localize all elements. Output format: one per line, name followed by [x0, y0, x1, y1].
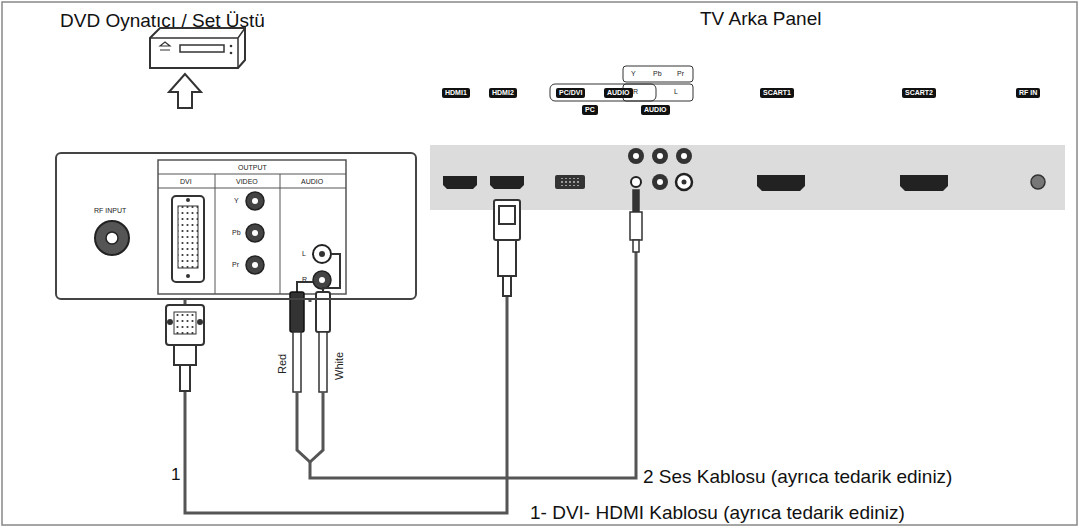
port-label: Pr — [677, 70, 684, 78]
port-label: RF IN — [1016, 88, 1040, 98]
port-label: VIDEO — [236, 178, 258, 186]
port-label: R — [302, 276, 307, 284]
audio-minijack-plug — [630, 190, 642, 252]
dvd-back-panel — [95, 160, 346, 294]
cable-label: 1- DVI- HDMI Kablosu (ayrıca tedarik edi… — [528, 502, 907, 524]
port-label: RF INPUT — [94, 207, 126, 215]
tv-back-panel-box: TV Arka Panel — [430, 145, 1065, 210]
heading: TV Arka Panel — [700, 8, 821, 30]
dvd-back-panel-box: DVD Oynatıcı / Set Üstü — [55, 152, 417, 300]
port-label: Y — [631, 70, 636, 78]
cable-label: 2 Ses Kablosu (ayrıca tedarik ediniz) — [641, 466, 954, 488]
port-label: PC/DVI — [556, 88, 585, 98]
port-label: L — [302, 250, 306, 258]
tv-back-panel — [430, 145, 1065, 210]
port-label: DVI — [180, 178, 192, 186]
wire-color-label: Red — [276, 354, 288, 374]
port-label: Pb — [653, 70, 662, 78]
port-label: OUTPUT — [238, 164, 267, 172]
tv-label-row — [550, 66, 693, 101]
port-label: L — [674, 88, 678, 96]
rca-plugs — [290, 254, 340, 462]
dvd-player — [150, 28, 245, 68]
port-label: PC — [582, 105, 598, 115]
port-label: SCART2 — [902, 88, 936, 98]
port-label: R — [633, 88, 638, 96]
dvi-plug — [166, 305, 204, 391]
port-label: Pr — [232, 261, 239, 269]
cable — [310, 210, 636, 478]
wire-color-label: White — [333, 352, 345, 380]
port-label: AUDIO — [301, 178, 323, 186]
hollow-arrow — [169, 74, 201, 108]
callout-number: 1 — [170, 466, 181, 485]
hdmi-plug — [494, 200, 520, 296]
port-label: Y — [234, 197, 239, 205]
heading: DVD Oynatıcı / Set Üstü — [60, 10, 265, 32]
port-label: Pb — [232, 229, 241, 237]
port-label: SCART1 — [760, 88, 794, 98]
port-label: HDMI1 — [442, 88, 470, 98]
port-label: AUDIO — [604, 88, 633, 98]
port-label: HDMI2 — [489, 88, 517, 98]
port-label: AUDIO — [641, 105, 670, 115]
